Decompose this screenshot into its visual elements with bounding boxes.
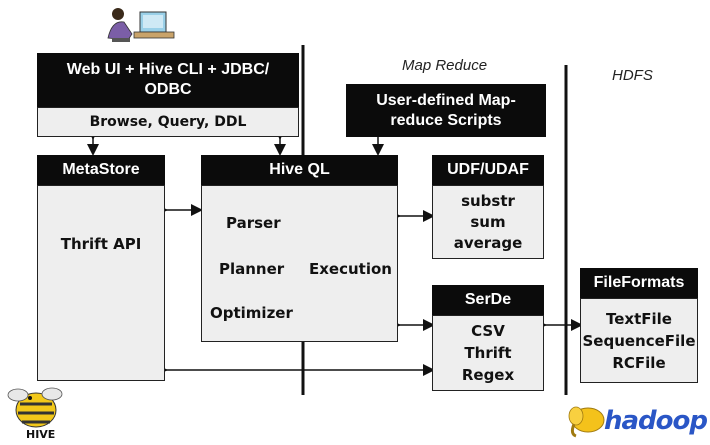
serde-item: Regex bbox=[461, 366, 515, 384]
serde-title: SerDe bbox=[464, 291, 512, 308]
udf-title: UDF/UDAF bbox=[447, 161, 529, 178]
metastore-panel: Thrift API bbox=[37, 185, 165, 381]
mr-scripts-title: User-defined Map-reduce Scripts bbox=[376, 91, 516, 129]
fileformats-title: FileFormats bbox=[593, 274, 685, 291]
fileformats-item: RCFile bbox=[612, 353, 666, 372]
hadoop-logo-text: hadoop bbox=[604, 406, 708, 436]
interfaces-panel: Browse, Query, DDL bbox=[37, 107, 299, 137]
udf-header: UDF/UDAF bbox=[432, 155, 544, 185]
fileformats-item: TextFile bbox=[606, 309, 672, 328]
parser-label: Parser bbox=[226, 214, 281, 232]
interfaces-subtitle: Browse, Query, DDL bbox=[89, 114, 247, 130]
hiveql-header: Hive QL bbox=[201, 155, 398, 185]
serde-item: Thrift bbox=[464, 344, 512, 362]
interfaces-title: Web UI + Hive CLI + JDBC/ ODBC bbox=[66, 61, 270, 98]
fileformats-item: SequenceFile bbox=[582, 331, 696, 350]
hadoop-elephant-icon bbox=[568, 406, 605, 438]
interfaces-header: Web UI + Hive CLI + JDBC/ ODBC bbox=[37, 53, 299, 107]
planner-label: Planner bbox=[219, 260, 285, 278]
serde-item: CSV bbox=[471, 322, 505, 340]
execution-label: Execution bbox=[309, 260, 392, 278]
hive-logo-icon bbox=[7, 387, 63, 428]
user-computer-icon bbox=[107, 8, 175, 42]
serde-panel: CSV Thrift Regex bbox=[432, 315, 544, 391]
metastore-title: MetaStore bbox=[62, 161, 140, 178]
udf-item: substr bbox=[461, 191, 515, 210]
metastore-header: MetaStore bbox=[37, 155, 165, 185]
udf-panel: substr sum average bbox=[432, 185, 544, 259]
optimizer-label: Optimizer bbox=[210, 304, 293, 322]
serde-header: SerDe bbox=[432, 285, 544, 315]
fileformats-header: FileFormats bbox=[580, 268, 698, 298]
hiveql-panel: Parser Planner Execution Optimizer bbox=[201, 185, 398, 342]
udf-item: average bbox=[453, 233, 523, 252]
hive-logo-text: HIVE bbox=[26, 428, 56, 441]
hdfs-label: HDFS bbox=[612, 67, 653, 84]
fileformats-panel: TextFile SequenceFile RCFile bbox=[580, 298, 698, 383]
hiveql-title: Hive QL bbox=[269, 161, 330, 178]
mr-scripts-box: User-defined Map-reduce Scripts bbox=[346, 84, 546, 137]
udf-item: sum bbox=[470, 212, 506, 231]
thrift-api-label: Thrift API bbox=[60, 235, 142, 253]
map-reduce-label: Map Reduce bbox=[402, 57, 488, 74]
